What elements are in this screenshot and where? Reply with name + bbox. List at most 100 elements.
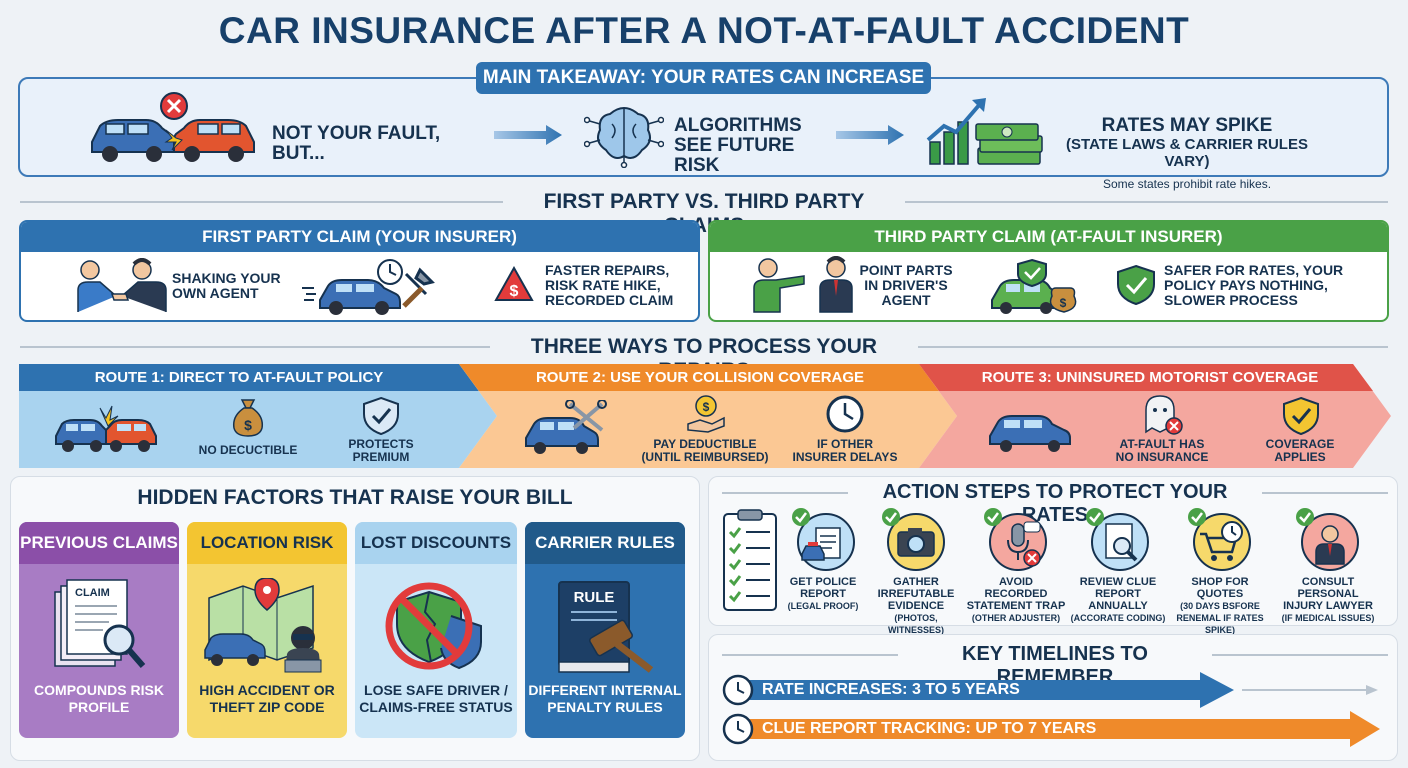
step-consult-lawyer [1296,508,1360,577]
factor-text: HIGH ACCIDENT OR THEFT ZIP CODE [199,682,335,715]
money-bag-icon: $ [232,399,264,437]
takeaway-step-algorithms: ALGORITHMS SEE FUTURE RISK [674,116,844,176]
step-main: GATHER IRREFUTABLE EVIDENCE [877,576,955,612]
step-main: GET POLICE REPORT [789,576,857,600]
step-label: GET POLICE REPORT (LEGAL PROOF) [773,576,873,612]
car-icon [989,415,1071,452]
car-repair-icon [302,259,435,315]
rising-chart-money-icon [926,98,1043,165]
car-crash-icon [91,92,255,162]
shield-check-icon [1117,264,1155,306]
page-title: CAR INSURANCE AFTER A NOT-AT-FAULT ACCID… [218,10,1190,51]
step-shop-quotes [1188,508,1252,577]
step-label: SHOP FOR QUOTES (30 DAYS BSFORE RENEMAL … [1170,576,1270,636]
camera-icon [882,508,945,571]
checklist-clipboard-icon [723,509,777,611]
takeaway-step-algorithms-line2: SEE FUTURE RISK [674,135,795,176]
svg-text:$: $ [510,283,519,300]
svg-text:$: $ [1060,296,1067,310]
factor-card-carrier-rules: CARRIER RULES RULE DIFFERENT INTERNAL PE… [525,522,685,738]
step-label: REVIEW CLUE REPORT ANNUALLY (ACCORATE CO… [1068,576,1168,624]
route2-header: ROUTE 2: USE YOUR COLLISION COVERAGE [535,369,865,386]
step-gather-evidence [882,508,946,577]
claim-document-icon: CLAIM [54,579,146,668]
step-sub: (LEGAL PROOF) [787,601,859,611]
clock-icon [826,395,864,433]
factor-card-previous-claims: PREVIOUS CLAIMS CLAIM COMPOUNDS RISK PRO… [19,522,179,738]
takeaway-step-not-fault: NOT YOUR FAULT, BUT... [272,123,441,164]
third-party-item-outcome: SAFER FOR RATES, YOUR POLICY PAYS NOTHIN… [1164,262,1344,308]
route3-header: ROUTE 3: UNINSURED MOTORIST COVERAGE [981,369,1319,386]
factor-header: LOST DISCOUNTS [355,522,517,564]
takeaway-note: Some states prohibit rate hikes. [1102,177,1272,191]
step-main: CONSULT PERSONAL INJURY LAWYER [1283,576,1373,612]
route3-label-coverage: COVERAGE APPLIES [1265,437,1335,464]
broken-shield-icon [385,582,482,670]
map-thief-icon [204,578,322,673]
car-wrench-icon [525,400,607,454]
police-report-icon [792,508,855,571]
takeaway-step-rates-line2: (STATE LAWS & CARRIER RULES VARY) [1066,136,1308,170]
route2-label-deductible: PAY DEDUCTIBLE (UNTIL REIMBURSED) [641,437,769,464]
lawyer-icon [1296,508,1359,571]
first-party-claim-header: FIRST PARTY CLAIM (YOUR INSURER) [21,222,698,252]
step-main: REVIEW CLUE REPORT ANNUALLY [1079,576,1157,612]
car-crash-icon [55,405,157,452]
step-sub: (IF MEDICAL ISSUES) [1281,613,1375,623]
timeline-rate-increases: RATE INCREASES: 3 TO 5 YEARS [762,681,1020,698]
step-sub: (ACCORATE CODING) [1070,613,1166,623]
takeaway-banner: MAIN TAKEAWAY: YOUR RATES CAN INCREASE [476,62,931,94]
rule-book-label: RULE [574,589,615,606]
hidden-factors-title: HIDDEN FACTORS THAT RAISE YOUR BILL [137,486,573,509]
claim-document-label: CLAIM [75,587,110,599]
step-sub: (30 DAYS BSFORE RENEMAL IF RATES SPIKE) [1176,601,1264,635]
timeline-clue-report: CLUE REPORT TRACKING: UP TO 7 YEARS [762,720,1097,737]
first-party-item-agent: SHAKING YOUR OWN AGENT [172,270,281,301]
route1-label-deductible: NO DECUCTIBLE [198,443,298,457]
step-avoid-statement [984,508,1048,577]
step-label: CONSULT PERSONAL INJURY LAWYER (IF MEDIC… [1278,576,1378,624]
factor-card-location-risk: LOCATION RISK HIGH ACCIDENT OR THEFT ZIP… [187,522,347,738]
arrow-right-icon [836,125,904,145]
step-review-clue [1086,508,1150,577]
factor-text: LOSE SAFE DRIVER / CLAIMS-FREE STATUS [359,682,513,715]
takeaway-step-algorithms-line1: ALGORITHMS [674,115,802,136]
hand-coin-icon: $ [687,395,725,433]
step-police-report [792,508,856,577]
route1-header: ROUTE 1: DIRECT TO AT-FAULT POLICY [94,369,384,386]
takeaway-step-rates: RATES MAY SPIKE (STATE LAWS & CARRIER RU… [1052,116,1322,194]
step-main: AVOID RECORDED STATEMENT TRAP [966,576,1066,612]
factor-card-lost-discounts: LOST DISCOUNTS LOSE SAFE DRIVER / CLAIMS… [355,522,517,738]
third-party-item-agent: POINT PARTS IN DRIVER'S AGENT [859,262,953,308]
arrow-right-icon [494,125,562,145]
step-main: SHOP FOR QUOTES [1191,576,1249,600]
shield-check-icon [1283,396,1319,436]
shield-check-icon [363,396,399,436]
third-party-claim-header: THIRD PARTY CLAIM (AT-FAULT INSURER) [710,222,1387,252]
brain-circuit-icon [584,107,664,168]
factor-text: DIFFERENT INTERNAL PENALTY RULES [528,682,682,715]
takeaway-step-rates-line1: RATES MAY SPIKE [1101,115,1273,136]
route2-label-delays: IF OTHER INSURER DELAYS [792,437,898,464]
step-sub: (PHOTOS, WITNESSES) [887,613,944,635]
warning-dollar-icon: $ [494,266,534,301]
car-shield-money-icon: $ [991,258,1077,314]
step-label: AVOID RECORDED STATEMENT TRAP (OTHER ADJ… [966,576,1066,624]
step-sub: (OTHER ADJUSTER) [971,613,1061,623]
step-label: GATHER IRREFUTABLE EVIDENCE (PHOTOS, WIT… [866,576,966,636]
factor-header: PREVIOUS CLAIMS [19,522,179,564]
factor-header: LOCATION RISK [187,522,347,564]
ghost-driver-icon [1145,395,1183,435]
pointing-person-icon [753,256,853,313]
microphone-no-icon [984,508,1047,571]
route1-label-premium: PROTECTS PREMIUM [348,437,414,464]
route3-label-no-insurance: AT-FAULT HAS NO INSURANCE [1115,437,1209,464]
svg-text:$: $ [703,400,710,414]
factor-header: CARRIER RULES [525,522,685,564]
document-search-icon [1086,508,1149,571]
first-party-item-outcome: FASTER REPAIRS, RISK RATE HIKE, RECORDED… [545,262,674,308]
shopping-cart-clock-icon [1188,508,1251,571]
factor-text: COMPOUNDS RISK PROFILE [34,682,164,715]
svg-text:$: $ [244,417,252,433]
handshake-icon [77,258,167,312]
